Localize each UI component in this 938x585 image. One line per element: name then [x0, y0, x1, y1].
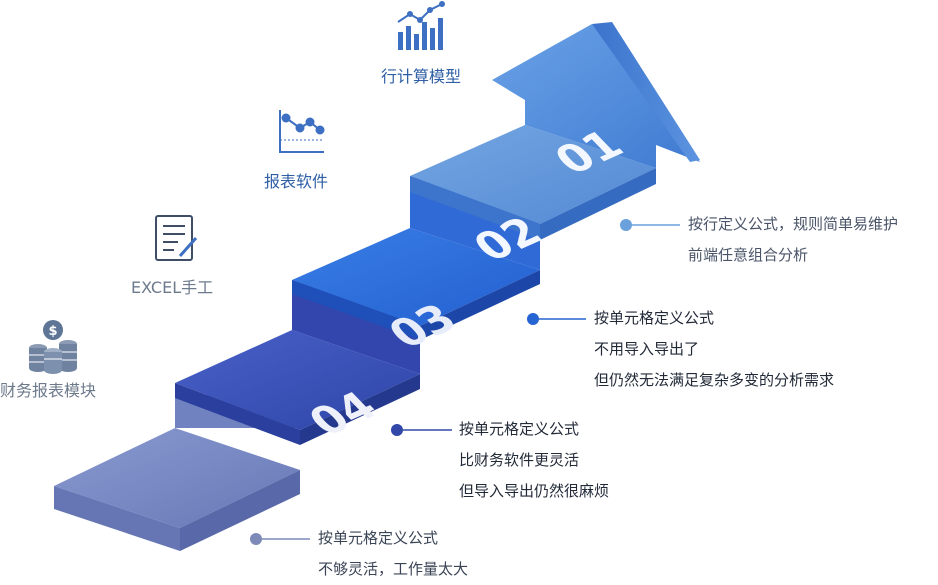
step-02-line-2: 不用导入导出了: [594, 334, 834, 365]
icon-label-finance-module: 财务报表模块: [0, 377, 96, 401]
step-03-description: 按单元格定义公式 比财务软件更灵活 但导入导出仍然很麻烦: [459, 414, 609, 507]
step-03-line-1: 按单元格定义公式: [459, 414, 609, 445]
step-02-line-3: 但仍然无法满足复杂多变的分析需求: [594, 365, 834, 396]
icon-label-excel: EXCEL手工: [131, 274, 213, 298]
step-04-line-2: 不够灵活，工作量太大: [318, 554, 468, 585]
step-02-line-1: 按单元格定义公式: [594, 303, 834, 334]
step-04-line-1: 按单元格定义公式: [318, 523, 468, 554]
step-03-line-3: 但导入导出仍然很麻烦: [459, 476, 609, 507]
document-pen-icon: [156, 216, 196, 260]
icon-label-model: 行计算模型: [381, 63, 461, 87]
step-01-description: 按行定义公式，规则简单易维护 前端任意组合分析: [688, 209, 898, 271]
coin-stack-icon: $: [29, 320, 77, 374]
connector-01: [620, 219, 680, 231]
line-chart-icon: [280, 110, 324, 152]
bar-line-chart-icon: [398, 1, 445, 50]
connector-02: [527, 313, 586, 325]
step-02-description: 按单元格定义公式 不用导入导出了 但仍然无法满足复杂多变的分析需求: [594, 303, 834, 396]
svg-text:$: $: [48, 324, 57, 339]
icon-label-report-software: 报表软件: [264, 168, 328, 192]
step-04-description: 按单元格定义公式 不够灵活，工作量太大: [318, 523, 468, 585]
step-01-line-1: 按行定义公式，规则简单易维护: [688, 209, 898, 240]
connector-03: [391, 424, 452, 436]
step-03-line-2: 比财务软件更灵活: [459, 445, 609, 476]
connector-04: [250, 533, 310, 545]
step-01-line-2: 前端任意组合分析: [688, 240, 898, 271]
